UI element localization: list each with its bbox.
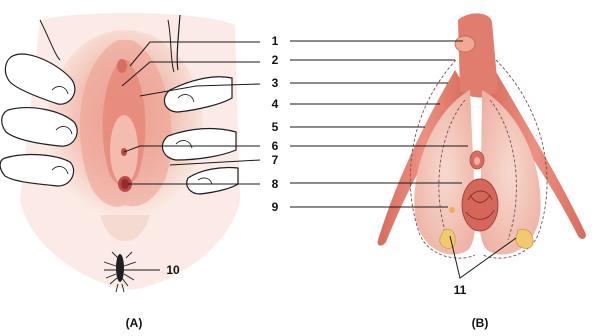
urethra-inner <box>474 157 480 165</box>
glans-clitoris <box>455 36 475 52</box>
label-9: 9 <box>272 200 279 214</box>
paraurethral-gland <box>449 207 455 213</box>
label-8: 8 <box>272 177 279 191</box>
label-6: 6 <box>272 139 279 153</box>
panel-a-illustration <box>0 13 240 292</box>
panel-a-caption: (A) <box>126 316 143 330</box>
left-hand-fingers <box>0 54 77 186</box>
clitoris <box>117 59 127 73</box>
panel-b-illustration <box>378 13 586 258</box>
clitoral-body <box>458 13 498 97</box>
panel-b-caption: (B) <box>472 316 489 330</box>
label-3: 3 <box>272 76 279 90</box>
label-7: 7 <box>272 153 279 167</box>
vagina <box>462 179 498 231</box>
label-4: 4 <box>272 97 279 111</box>
label-2: 2 <box>272 53 279 67</box>
vaginal-opening-inner <box>121 179 129 189</box>
label-10: 10 <box>166 263 180 277</box>
label-5: 5 <box>272 120 279 134</box>
label-11: 11 <box>454 283 467 297</box>
label-1: 1 <box>272 34 279 48</box>
right-vestibular-bulb <box>479 90 540 255</box>
